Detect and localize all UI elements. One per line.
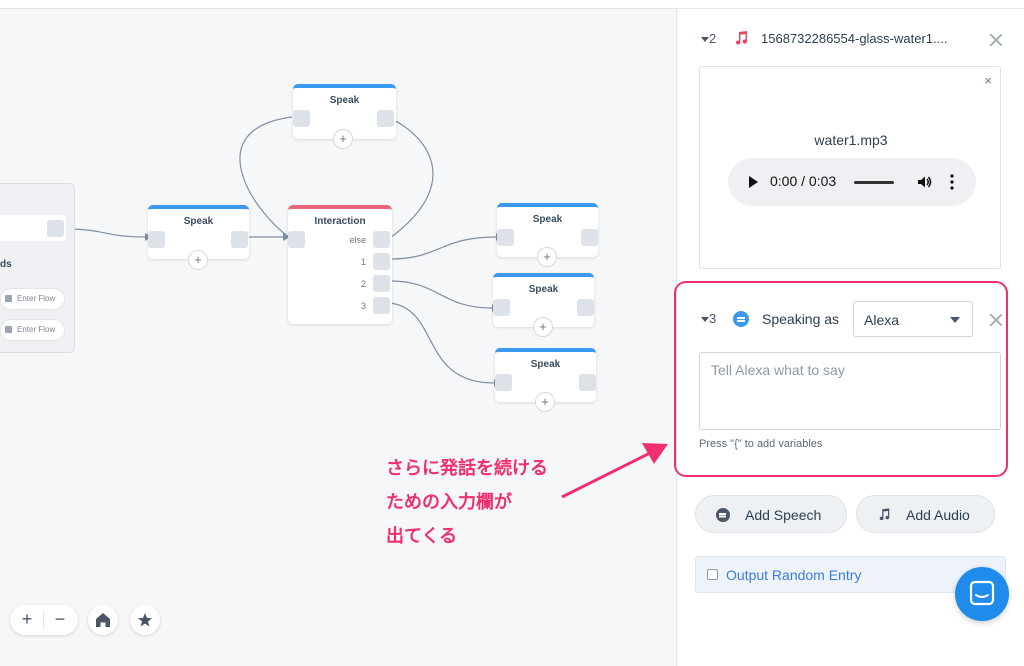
- block-output-port[interactable]: [47, 220, 64, 237]
- collapse-caret-icon[interactable]: [701, 317, 709, 322]
- voice-select-value: Alexa: [864, 312, 900, 328]
- audio-file-name: water1.mp3: [814, 132, 888, 148]
- add-step-button[interactable]: +: [537, 247, 557, 267]
- more-options-icon[interactable]: [950, 173, 954, 191]
- home-button[interactable]: [88, 605, 118, 635]
- node-title: Speak: [528, 284, 559, 295]
- output-port[interactable]: [579, 374, 596, 391]
- add-step-button[interactable]: +: [533, 317, 553, 337]
- remove-audio-icon[interactable]: ×: [984, 73, 992, 88]
- block-label: ds: [0, 259, 12, 270]
- speech-text-input[interactable]: [699, 352, 1001, 430]
- favorites-button[interactable]: [130, 605, 160, 635]
- add-speech-label: Add Speech: [745, 507, 822, 523]
- choice-2-port[interactable]: [373, 275, 390, 292]
- speech-bubble-icon: [733, 311, 749, 327]
- add-step-button[interactable]: +: [188, 250, 208, 270]
- input-port[interactable]: [148, 231, 165, 248]
- choice-3-port[interactable]: [373, 297, 390, 314]
- chevron-down-icon: [950, 317, 960, 323]
- top-bar: [0, 0, 1024, 9]
- output-port[interactable]: [581, 229, 598, 246]
- speak-node[interactable]: Speak +: [493, 273, 594, 337]
- step-number: 2: [709, 31, 717, 46]
- audio-progress-track[interactable]: [854, 181, 894, 184]
- add-step-button[interactable]: +: [333, 129, 353, 149]
- highlighted-speak-step: [674, 281, 1008, 477]
- node-title: Speak: [532, 214, 563, 225]
- choice-3-label: 3: [360, 301, 366, 311]
- home-icon: [96, 613, 110, 627]
- volume-icon[interactable]: [916, 174, 932, 190]
- add-audio-label: Add Audio: [906, 507, 970, 523]
- annotation-line-2: ための入力欄が: [386, 492, 512, 512]
- add-audio-button[interactable]: Add Audio: [856, 495, 995, 533]
- audio-filename: 1568732286554-glass-water1....: [761, 31, 948, 46]
- choice-2-label: 2: [360, 279, 366, 289]
- input-port[interactable]: [493, 299, 510, 316]
- speech-bubble-icon: [716, 508, 730, 522]
- random-entry-label: Output Random Entry: [726, 567, 862, 583]
- speak-node[interactable]: Speak +: [148, 205, 249, 270]
- choice-1-label: 1: [360, 257, 366, 267]
- annotation-line-3: 出てくる: [386, 526, 458, 546]
- audio-step-header: 2 1568732286554-glass-water1....: [677, 19, 1024, 59]
- speak-node[interactable]: Speak +: [293, 84, 396, 149]
- zoom-in-button[interactable]: +: [21, 609, 33, 629]
- node-title: Speak: [329, 95, 360, 106]
- audio-card: × water1.mp3 0:00 / 0:03: [699, 66, 1001, 269]
- close-icon[interactable]: [989, 313, 1003, 327]
- flow-icon: [5, 326, 12, 333]
- audio-time: 0:00 / 0:03: [770, 173, 837, 189]
- variables-hint: Press "{" to add variables: [699, 438, 823, 450]
- node-title: Speak: [183, 216, 214, 227]
- node-title: Speak: [530, 359, 561, 370]
- output-random-entry-option[interactable]: Output Random Entry: [695, 556, 1006, 593]
- zoom-out-button[interactable]: −: [54, 609, 66, 629]
- enter-flow-pill[interactable]: Enter Flow: [0, 319, 65, 341]
- play-icon[interactable]: [749, 176, 758, 188]
- voice-select[interactable]: Alexa: [853, 301, 973, 337]
- flow-canvas[interactable]: ds Enter Flow Enter Flow Speak + Speak +…: [0, 9, 676, 666]
- step-editor-panel: 2 1568732286554-glass-water1.... × water…: [674, 9, 1024, 666]
- input-port[interactable]: [288, 231, 305, 248]
- collapse-caret-icon[interactable]: [701, 37, 709, 42]
- step-number: 3: [709, 311, 717, 326]
- add-step-button[interactable]: +: [535, 392, 555, 412]
- annotation-line-1: さらに発話を続ける: [386, 458, 548, 478]
- random-entry-checkbox[interactable]: [707, 569, 718, 580]
- divider: [43, 612, 44, 628]
- close-icon[interactable]: [989, 33, 1003, 47]
- chat-icon: [969, 580, 995, 606]
- choice-else-port[interactable]: [373, 231, 390, 248]
- output-port[interactable]: [377, 110, 394, 127]
- speak-step-header: 3 Speaking as Alexa: [677, 299, 1024, 339]
- speak-node[interactable]: Speak +: [497, 203, 598, 267]
- input-port[interactable]: [495, 374, 512, 391]
- enter-flow-pill[interactable]: Enter Flow: [0, 288, 65, 310]
- choice-else-label: else: [349, 235, 366, 245]
- star-icon: [138, 613, 152, 627]
- speak-node[interactable]: Speak +: [495, 348, 596, 412]
- input-port[interactable]: [497, 229, 514, 246]
- enter-flow-label: Enter Flow: [17, 294, 56, 303]
- zoom-control: + −: [10, 605, 78, 635]
- interaction-node[interactable]: Interaction else 1 2 3: [288, 205, 392, 324]
- chat-support-button[interactable]: [955, 567, 1009, 621]
- speaking-as-label: Speaking as: [762, 311, 840, 327]
- output-port[interactable]: [577, 299, 594, 316]
- enter-flow-label: Enter Flow: [17, 325, 56, 334]
- output-port[interactable]: [231, 231, 248, 248]
- music-note-icon: [879, 508, 890, 521]
- node-title: Interaction: [314, 216, 366, 227]
- choice-1-port[interactable]: [373, 253, 390, 270]
- music-note-icon: [736, 31, 747, 45]
- flow-icon: [5, 295, 12, 302]
- input-port[interactable]: [293, 110, 310, 127]
- flow-block[interactable]: ds Enter Flow Enter Flow: [0, 183, 75, 353]
- add-speech-button[interactable]: Add Speech: [695, 495, 847, 533]
- audio-player: 0:00 / 0:03: [728, 158, 976, 206]
